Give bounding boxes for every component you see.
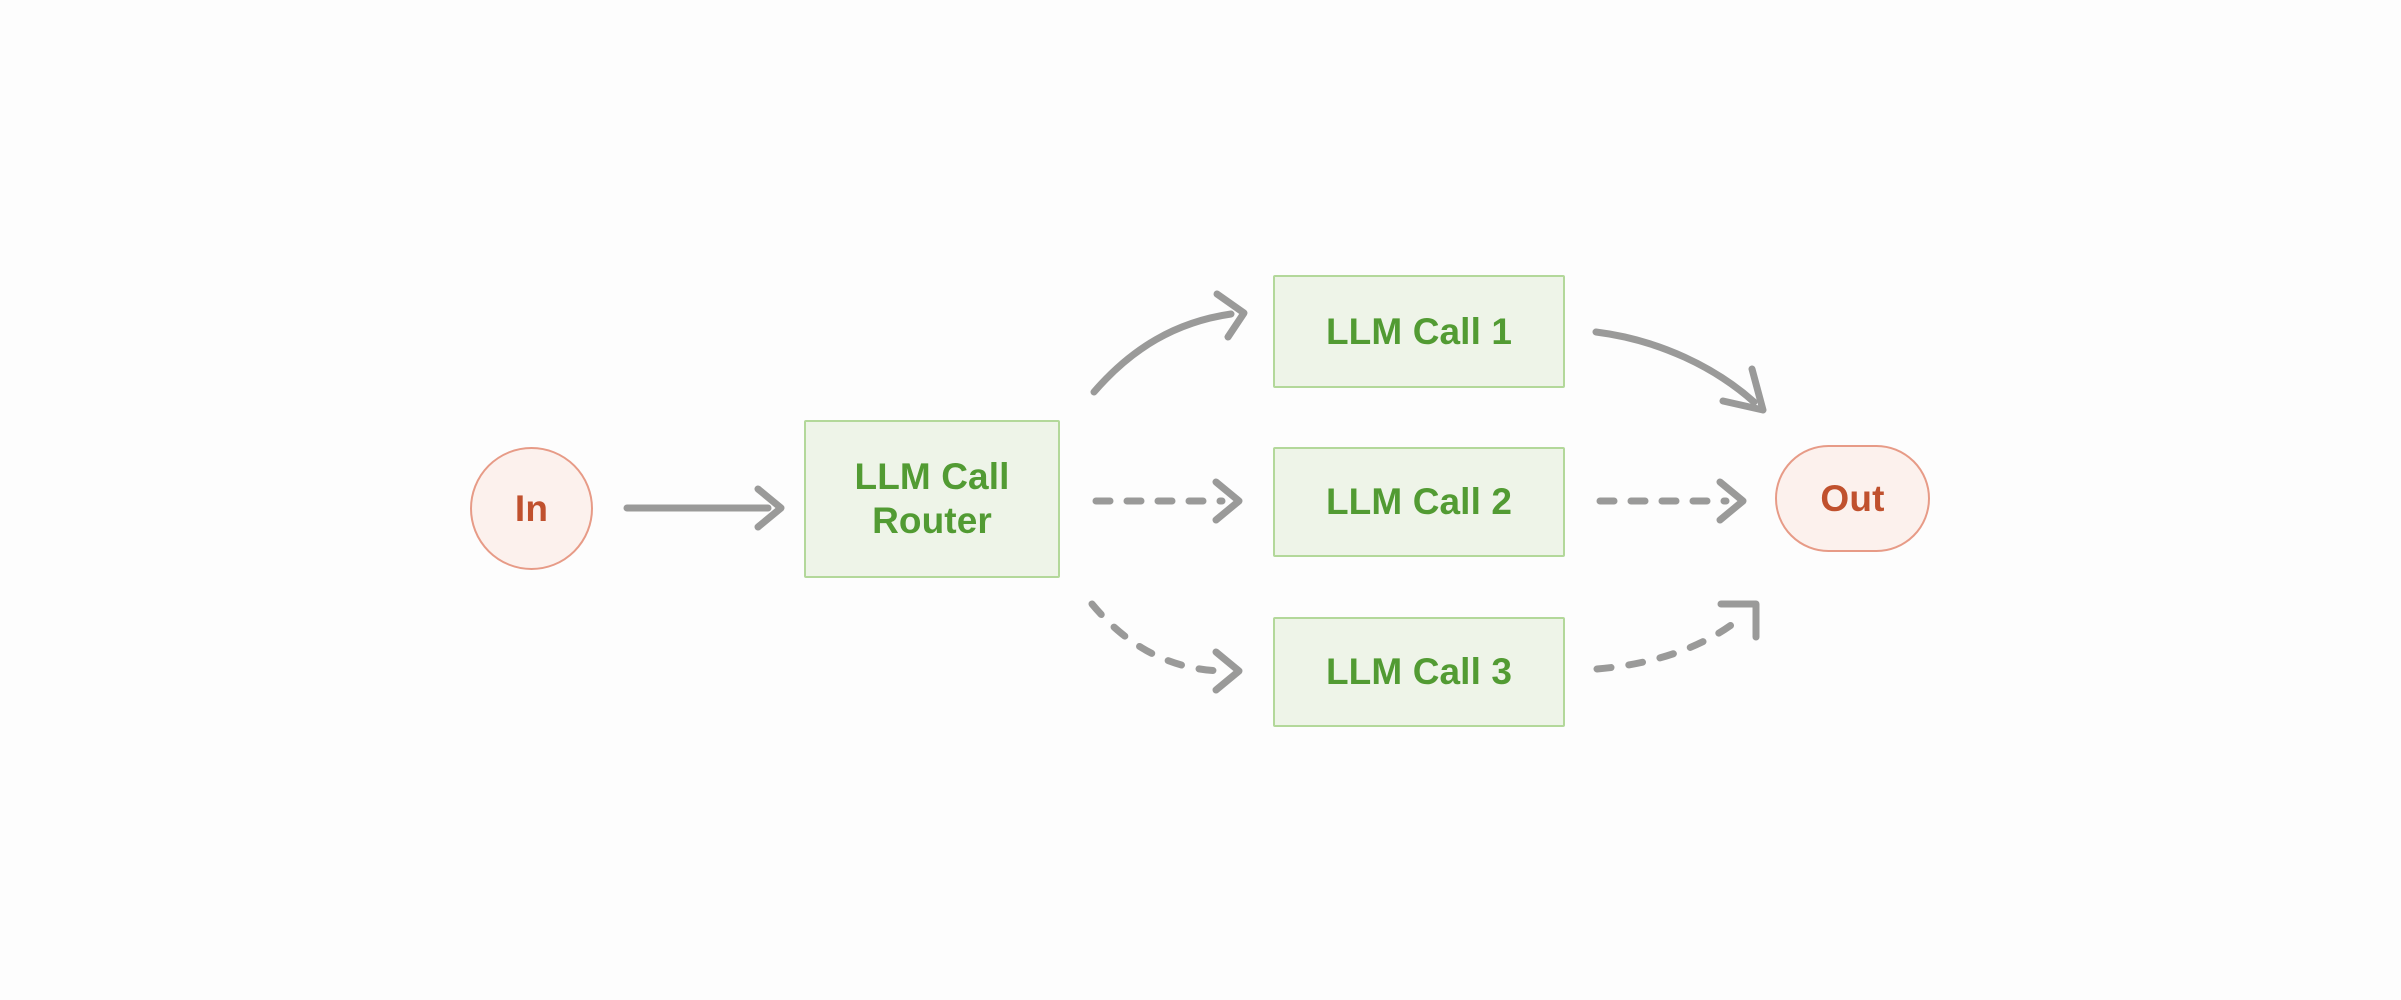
node-llm-call-3[interactable]: LLM Call 3 xyxy=(1273,617,1565,727)
edge-router-to-call-3 xyxy=(1088,600,1243,694)
edge-router-to-call-2 xyxy=(1092,478,1243,524)
edge-in-to-router xyxy=(623,485,785,531)
edge-call-1-to-out xyxy=(1592,328,1767,414)
node-input-label: In xyxy=(514,487,549,529)
edge-call-3-to-out xyxy=(1593,600,1760,673)
node-output[interactable]: Out xyxy=(1775,445,1930,552)
router-label-line-1: LLM Call xyxy=(854,456,1010,498)
node-llm-call-3-label: LLM Call 3 xyxy=(1325,651,1513,693)
node-input[interactable]: In xyxy=(470,447,593,570)
node-llm-call-2-label: LLM Call 2 xyxy=(1325,481,1513,523)
node-llm-call-router[interactable]: LLM Call Router xyxy=(804,420,1060,578)
edge-router-to-call-1 xyxy=(1090,290,1248,396)
node-llm-call-1[interactable]: LLM Call 1 xyxy=(1273,275,1565,388)
router-label-line-2: Router xyxy=(872,500,992,541)
node-llm-call-router-label: LLM Call Router xyxy=(855,455,1010,542)
node-llm-call-1-label: LLM Call 1 xyxy=(1325,310,1513,352)
node-llm-call-2[interactable]: LLM Call 2 xyxy=(1273,447,1565,557)
node-output-label: Out xyxy=(1820,477,1885,519)
edge-call-2-to-out xyxy=(1596,478,1747,524)
